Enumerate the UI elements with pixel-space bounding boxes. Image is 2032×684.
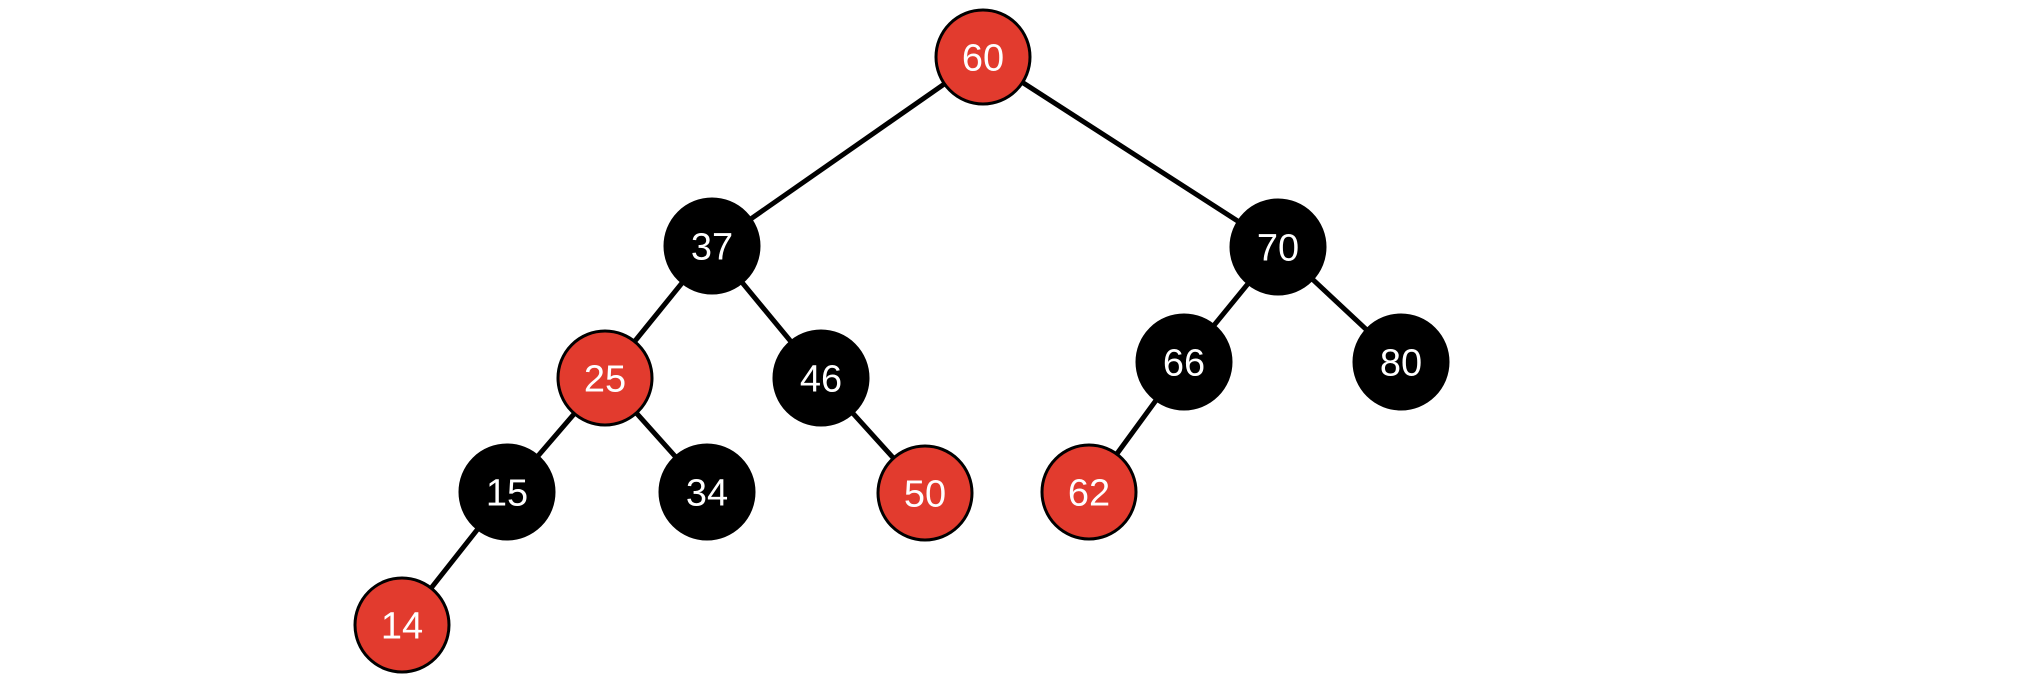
black-node-circle	[658, 443, 756, 541]
node-value: 60	[962, 37, 1004, 79]
black-node-circle	[458, 443, 556, 541]
tree-node-80: 80	[1352, 313, 1450, 411]
node-value: 62	[1068, 472, 1110, 514]
black-node-circle	[1229, 198, 1327, 296]
node-value: 14	[381, 605, 423, 647]
node-value: 66	[1163, 342, 1205, 384]
node-value: 15	[486, 472, 528, 514]
red-node-circle	[934, 8, 1032, 106]
red-node-circle	[353, 576, 451, 674]
node-value: 37	[691, 226, 733, 268]
tree-node-15: 15	[458, 443, 556, 541]
tree-edge-60-70	[981, 54, 1280, 250]
node-value: 25	[584, 358, 626, 400]
node-value: 34	[686, 472, 728, 514]
tree-node-37: 37	[663, 197, 761, 295]
tree-node-70: 70	[1229, 198, 1327, 296]
black-node-circle	[772, 329, 870, 427]
red-node-circle	[556, 329, 654, 427]
tree-edge-60-37	[710, 54, 985, 249]
node-value: 46	[800, 358, 842, 400]
node-value: 80	[1380, 342, 1422, 384]
tree-node-46: 46	[772, 329, 870, 427]
red-node-circle	[1040, 443, 1138, 541]
tree-node-25: 25	[556, 329, 654, 427]
black-node-circle	[1352, 313, 1450, 411]
tree-node-60: 60	[934, 8, 1032, 106]
tree-node-14: 14	[353, 576, 451, 674]
node-value: 70	[1257, 227, 1299, 269]
tree-node-34: 34	[658, 443, 756, 541]
black-node-circle	[663, 197, 761, 295]
tree-node-50: 50	[876, 444, 974, 542]
black-node-circle	[1135, 313, 1233, 411]
red-node-circle	[876, 444, 974, 542]
tree-node-66: 66	[1135, 313, 1233, 411]
node-value: 50	[904, 473, 946, 515]
tree-node-62: 62	[1040, 443, 1138, 541]
